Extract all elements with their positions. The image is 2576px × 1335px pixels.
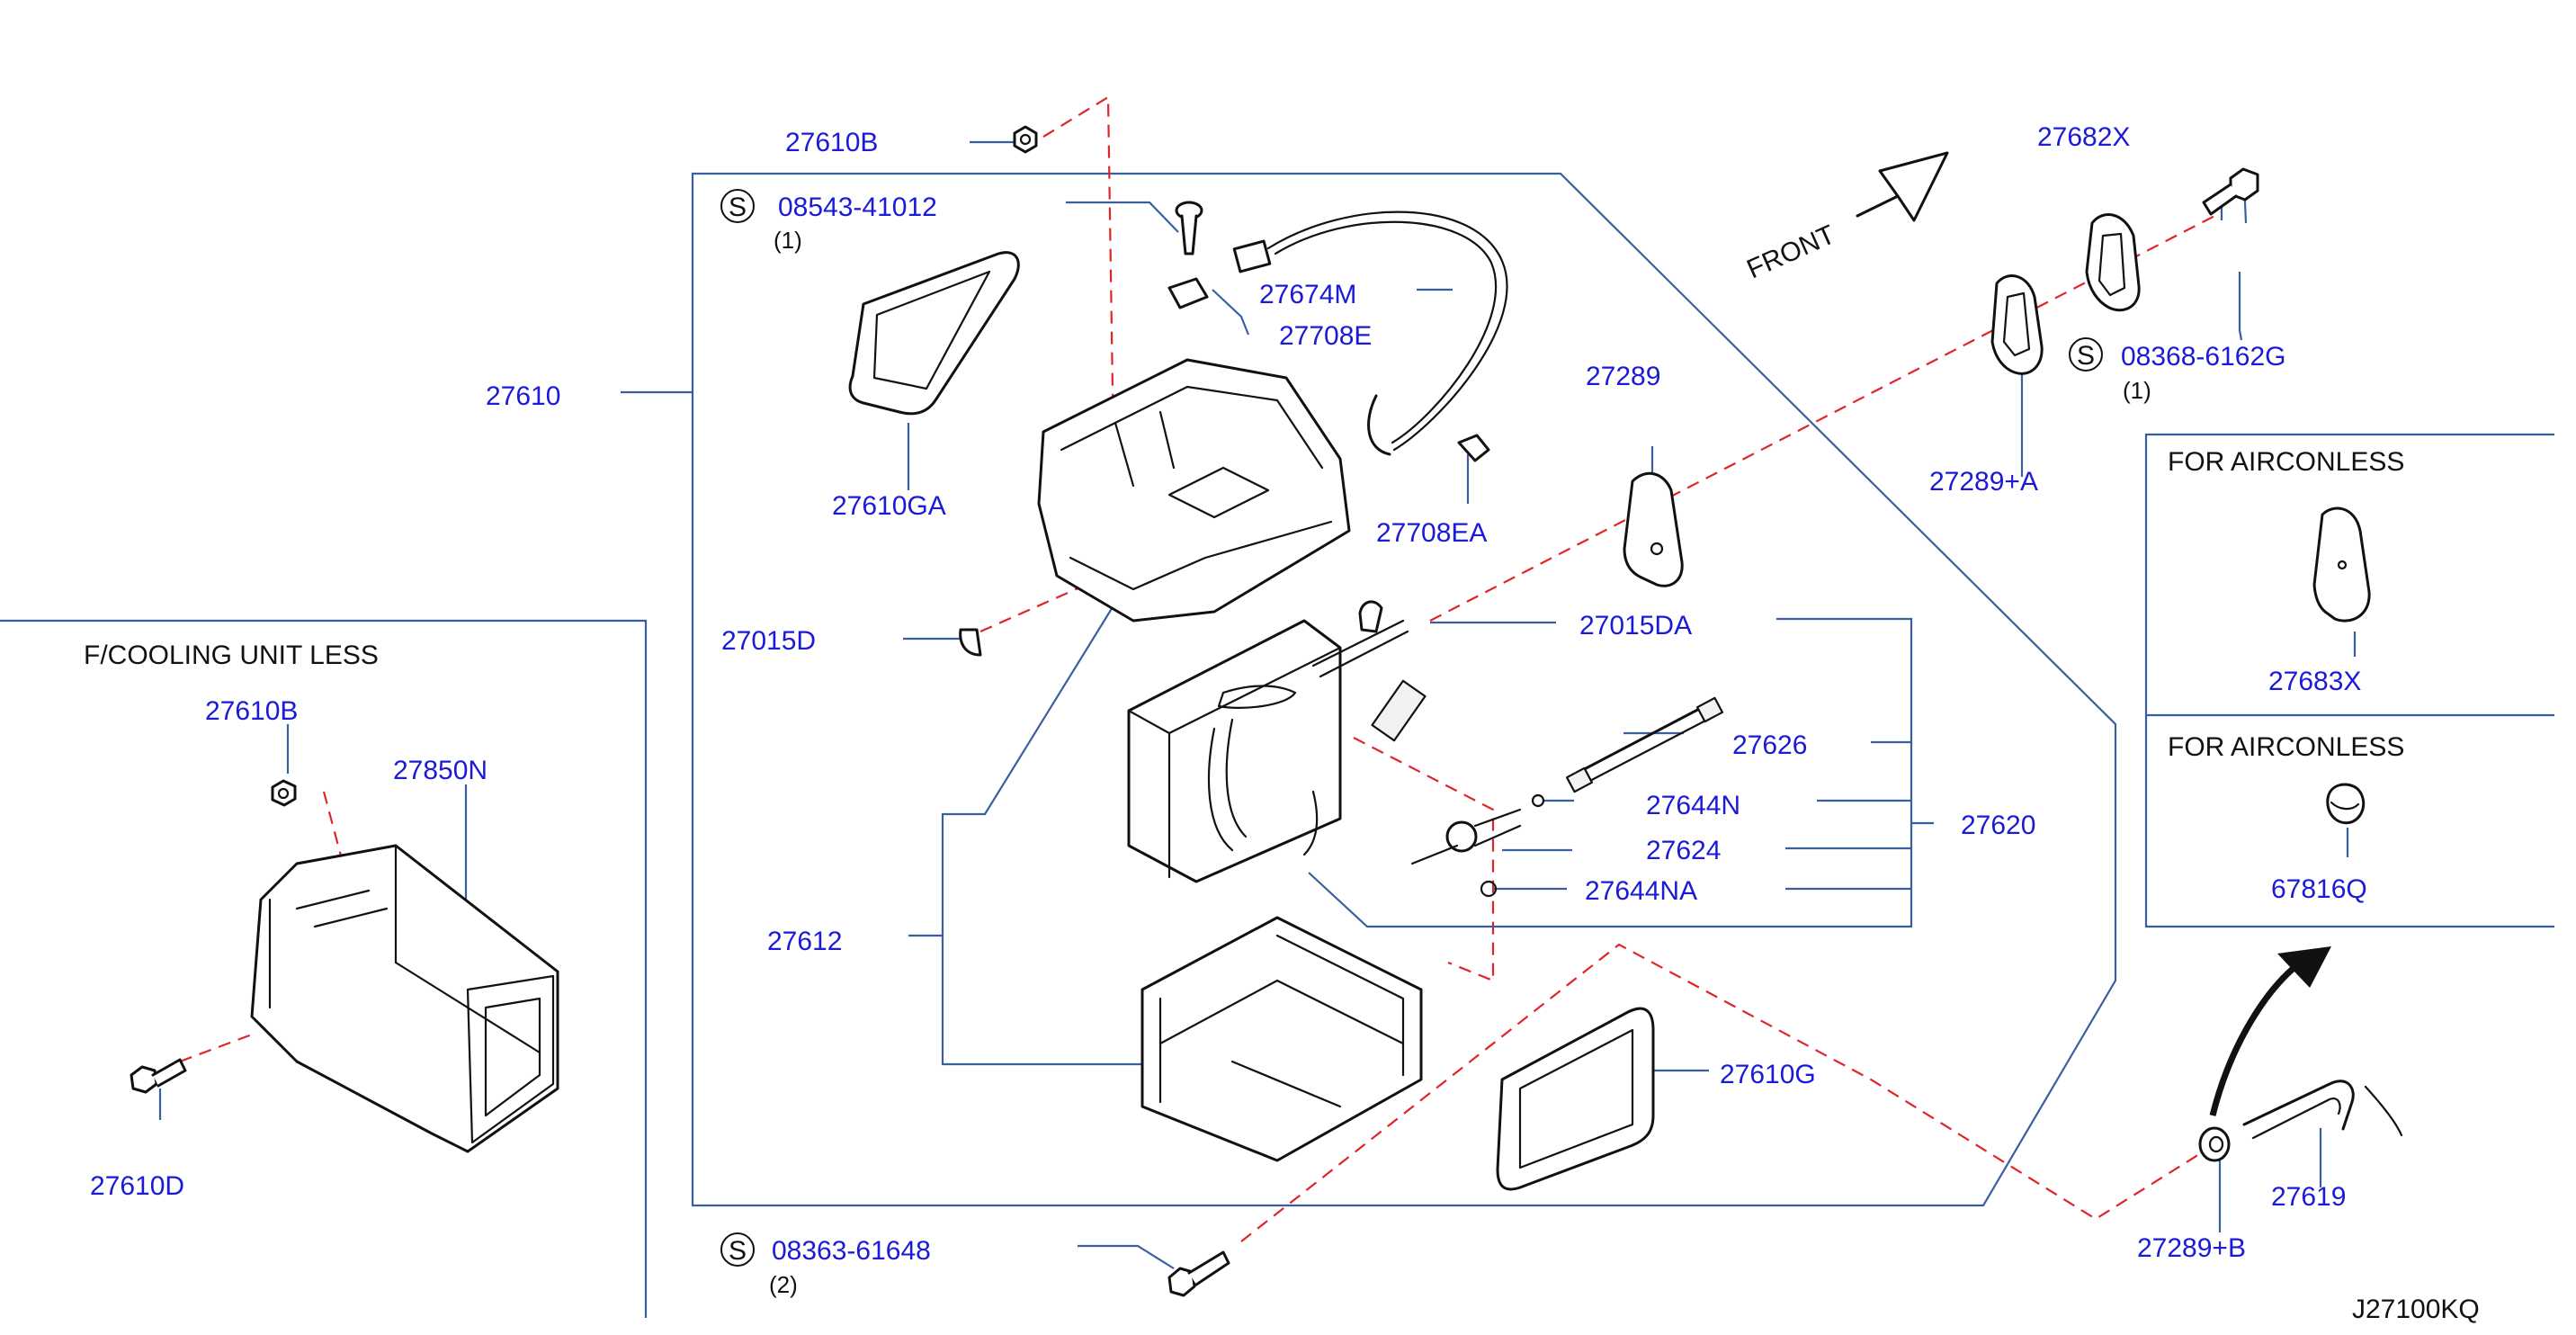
qty-08543: (1) xyxy=(774,227,802,254)
label-27619[interactable]: 27619 xyxy=(2271,1182,2346,1212)
nut-27610b-top xyxy=(1013,125,1038,154)
label-27620[interactable]: 27620 xyxy=(1961,811,2035,840)
seal-27610g xyxy=(1496,1007,1655,1191)
label-27610ga[interactable]: 27610GA xyxy=(832,491,946,521)
label-27850n[interactable]: 27850N xyxy=(393,756,487,785)
label-27610g[interactable]: 27610G xyxy=(1720,1060,1816,1089)
grommet-27289 xyxy=(1623,471,1684,587)
label-27683x[interactable]: 27683X xyxy=(2268,667,2361,696)
label-27708ea[interactable]: 27708EA xyxy=(1376,518,1487,548)
grommet-27289b xyxy=(2198,1126,2231,1162)
bolt-27610d xyxy=(130,1058,187,1094)
pipe-27626 xyxy=(1565,696,1724,793)
tube-pieces xyxy=(1302,679,1427,856)
s-symbol-08363: S xyxy=(720,1232,755,1267)
main-assembly-frame xyxy=(691,172,2117,1207)
label-27289[interactable]: 27289 xyxy=(1586,362,1660,391)
bolt-08363 xyxy=(1167,1250,1230,1297)
curved-arrow-icon xyxy=(2209,946,2331,1116)
qty-08368: (1) xyxy=(2123,377,2151,404)
airconless-title-1: FOR AIRCONLESS xyxy=(2168,447,2404,477)
label-27015da[interactable]: 27015DA xyxy=(1579,611,1692,641)
clip-27015d xyxy=(959,628,982,657)
label-67816q[interactable]: 67816Q xyxy=(2271,874,2367,904)
label-27610b-top[interactable]: 27610B xyxy=(785,128,878,157)
s-symbol-08368: S xyxy=(2069,337,2103,372)
label-27610[interactable]: 27610 xyxy=(486,381,560,411)
label-27015d[interactable]: 27015D xyxy=(721,626,816,656)
grommet-27289a xyxy=(1990,274,2044,375)
label-27289b[interactable]: 27289+B xyxy=(2137,1233,2246,1263)
label-27708e[interactable]: 27708E xyxy=(1279,321,1372,351)
clip-27015da xyxy=(1358,600,1383,633)
fcooling-title: F/COOLING UNIT LESS xyxy=(84,641,379,670)
bolt-08368 xyxy=(2202,167,2259,216)
evaporator-27612 xyxy=(1127,619,1409,883)
fcooling-panel-frame xyxy=(0,619,648,1318)
label-27626[interactable]: 27626 xyxy=(1732,730,1807,760)
label-27624[interactable]: 27624 xyxy=(1646,836,1721,865)
label-27644n[interactable]: 27644N xyxy=(1646,791,1740,820)
duct-27850n xyxy=(250,844,559,1153)
front-label: FRONT xyxy=(1742,220,1839,284)
plug-67816q xyxy=(2326,783,2366,825)
expansion-valve-27624 xyxy=(1410,808,1522,865)
svg-text:S: S xyxy=(2077,341,2095,371)
upper-case-27610 xyxy=(1037,358,1351,623)
label-27610d[interactable]: 27610D xyxy=(90,1171,184,1201)
hose-27619 xyxy=(2242,1080,2403,1140)
clip-27708ea xyxy=(1457,434,1490,462)
qty-08363: (2) xyxy=(769,1271,798,1298)
lower-case-27610 xyxy=(1140,916,1423,1162)
airconless-panel-frame xyxy=(2144,433,2554,928)
seal-27610ga xyxy=(848,251,1020,416)
label-27644na[interactable]: 27644NA xyxy=(1585,876,1697,906)
svg-text:S: S xyxy=(729,193,747,222)
nut-27610b-left xyxy=(271,779,297,807)
label-08543-41012[interactable]: 08543-41012 xyxy=(778,193,937,222)
s-symbol-08543: S xyxy=(720,189,755,223)
label-27674m[interactable]: 27674M xyxy=(1259,280,1356,309)
label-08368-6162g[interactable]: 08368-6162G xyxy=(2121,342,2286,372)
label-27612[interactable]: 27612 xyxy=(767,927,842,956)
o-ring-27644na xyxy=(1480,880,1498,898)
grommet-27683x xyxy=(2312,506,2371,623)
drawing-code: J27100KQ xyxy=(2352,1295,2480,1324)
leader-lines xyxy=(158,140,2357,1269)
seal-27682x xyxy=(2085,213,2141,312)
front-arrow-icon xyxy=(1856,151,1949,222)
label-08363-61648[interactable]: 08363-61648 xyxy=(772,1236,931,1266)
label-27610b-left[interactable]: 27610B xyxy=(205,696,298,726)
svg-text:S: S xyxy=(729,1236,747,1266)
o-ring-27644n xyxy=(1531,793,1545,808)
airconless-title-2: FOR AIRCONLESS xyxy=(2168,732,2404,762)
clip-27708e xyxy=(1167,277,1209,309)
label-27682x[interactable]: 27682X xyxy=(2037,122,2130,152)
screw-08543 xyxy=(1175,201,1203,255)
label-27289a[interactable]: 27289+A xyxy=(1929,467,2038,497)
harness-27674m xyxy=(1232,211,1508,456)
